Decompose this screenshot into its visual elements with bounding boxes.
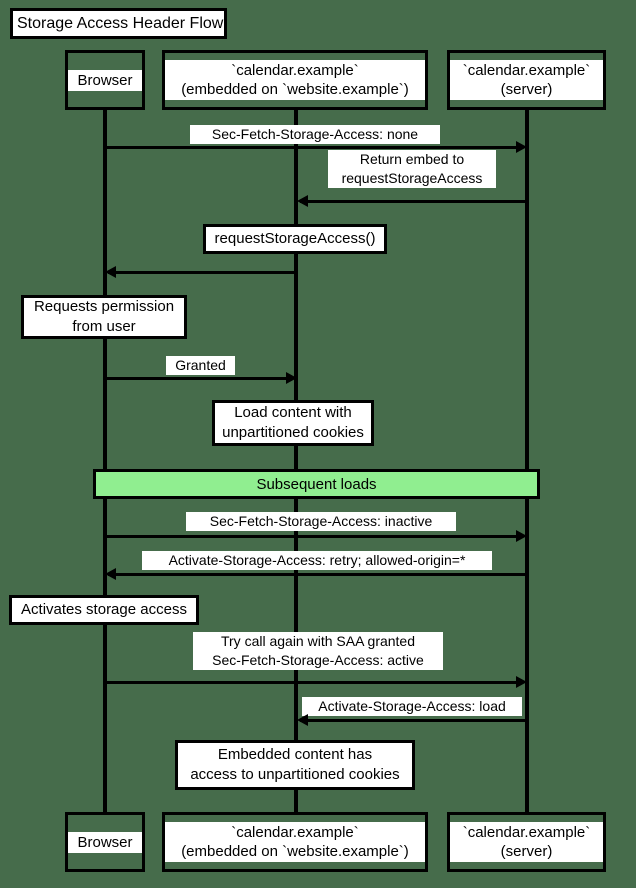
arrowhead-right-icon — [516, 530, 527, 542]
message-label-try-call-again: Try call again with SAA granted Sec-Fetc… — [193, 632, 443, 670]
arrowhead-right-icon — [516, 141, 527, 153]
arrowhead-right-icon — [516, 676, 527, 688]
arrowhead-left-icon — [297, 195, 308, 207]
participant-header-server-label: `calendar.example` (server) — [450, 60, 603, 100]
participant-header-embed-label: `calendar.example` (embedded on `website… — [165, 60, 425, 100]
participant-footer-server[interactable]: `calendar.example` (server) — [447, 812, 606, 872]
lifeline-browser — [103, 110, 107, 820]
note-requests-permission: Requests permission from user — [21, 295, 187, 339]
message-line-sec-fetch-inactive — [105, 535, 521, 538]
participant-footer-embed-label: `calendar.example` (embedded on `website… — [165, 822, 425, 862]
participant-header-embed[interactable]: `calendar.example` (embedded on `website… — [162, 50, 428, 110]
participant-footer-browser[interactable]: Browser — [65, 812, 145, 872]
note-request-storage-access: requestStorageAccess() — [203, 224, 387, 254]
arrowhead-left-icon — [105, 568, 116, 580]
participant-header-browser[interactable]: Browser — [65, 50, 145, 110]
message-label-sec-fetch-inactive: Sec-Fetch-Storage-Access: inactive — [186, 512, 456, 531]
message-label-activate-load: Activate-Storage-Access: load — [302, 697, 522, 716]
participant-header-browser-label: Browser — [68, 69, 142, 91]
message-line-activate-load — [300, 719, 527, 722]
message-line-sec-fetch-none — [105, 146, 521, 149]
message-label-activate-retry: Activate-Storage-Access: retry; allowed-… — [142, 551, 492, 570]
message-label-return-embed: Return embed to requestStorageAccess — [328, 150, 496, 188]
participant-header-server[interactable]: `calendar.example` (server) — [447, 50, 606, 110]
message-line-granted — [105, 377, 291, 380]
diagram-title: Storage Access Header Flow — [10, 8, 227, 39]
message-label-granted: Granted — [166, 356, 235, 375]
arrowhead-right-icon — [286, 372, 297, 384]
message-label-sec-fetch-none: Sec-Fetch-Storage-Access: none — [190, 125, 440, 144]
message-line-return-embed — [300, 200, 527, 203]
band-subsequent-loads: Subsequent loads — [93, 469, 540, 499]
participant-footer-embed[interactable]: `calendar.example` (embedded on `website… — [162, 812, 428, 872]
message-line-activate-retry — [108, 573, 527, 576]
lifeline-embed — [294, 110, 298, 820]
note-embedded-content-access: Embedded content has access to unpartiti… — [175, 740, 415, 790]
arrowhead-left-icon — [297, 714, 308, 726]
message-line-try-call-again — [105, 681, 521, 684]
note-load-content: Load content with unpartitioned cookies — [212, 400, 374, 446]
participant-footer-browser-label: Browser — [68, 831, 142, 853]
lifeline-server — [525, 110, 529, 820]
arrowhead-left-icon — [105, 266, 116, 278]
participant-footer-server-label: `calendar.example` (server) — [450, 822, 603, 862]
note-activates-storage-access: Activates storage access — [9, 595, 199, 625]
message-line-embed-to-browser — [108, 271, 296, 274]
